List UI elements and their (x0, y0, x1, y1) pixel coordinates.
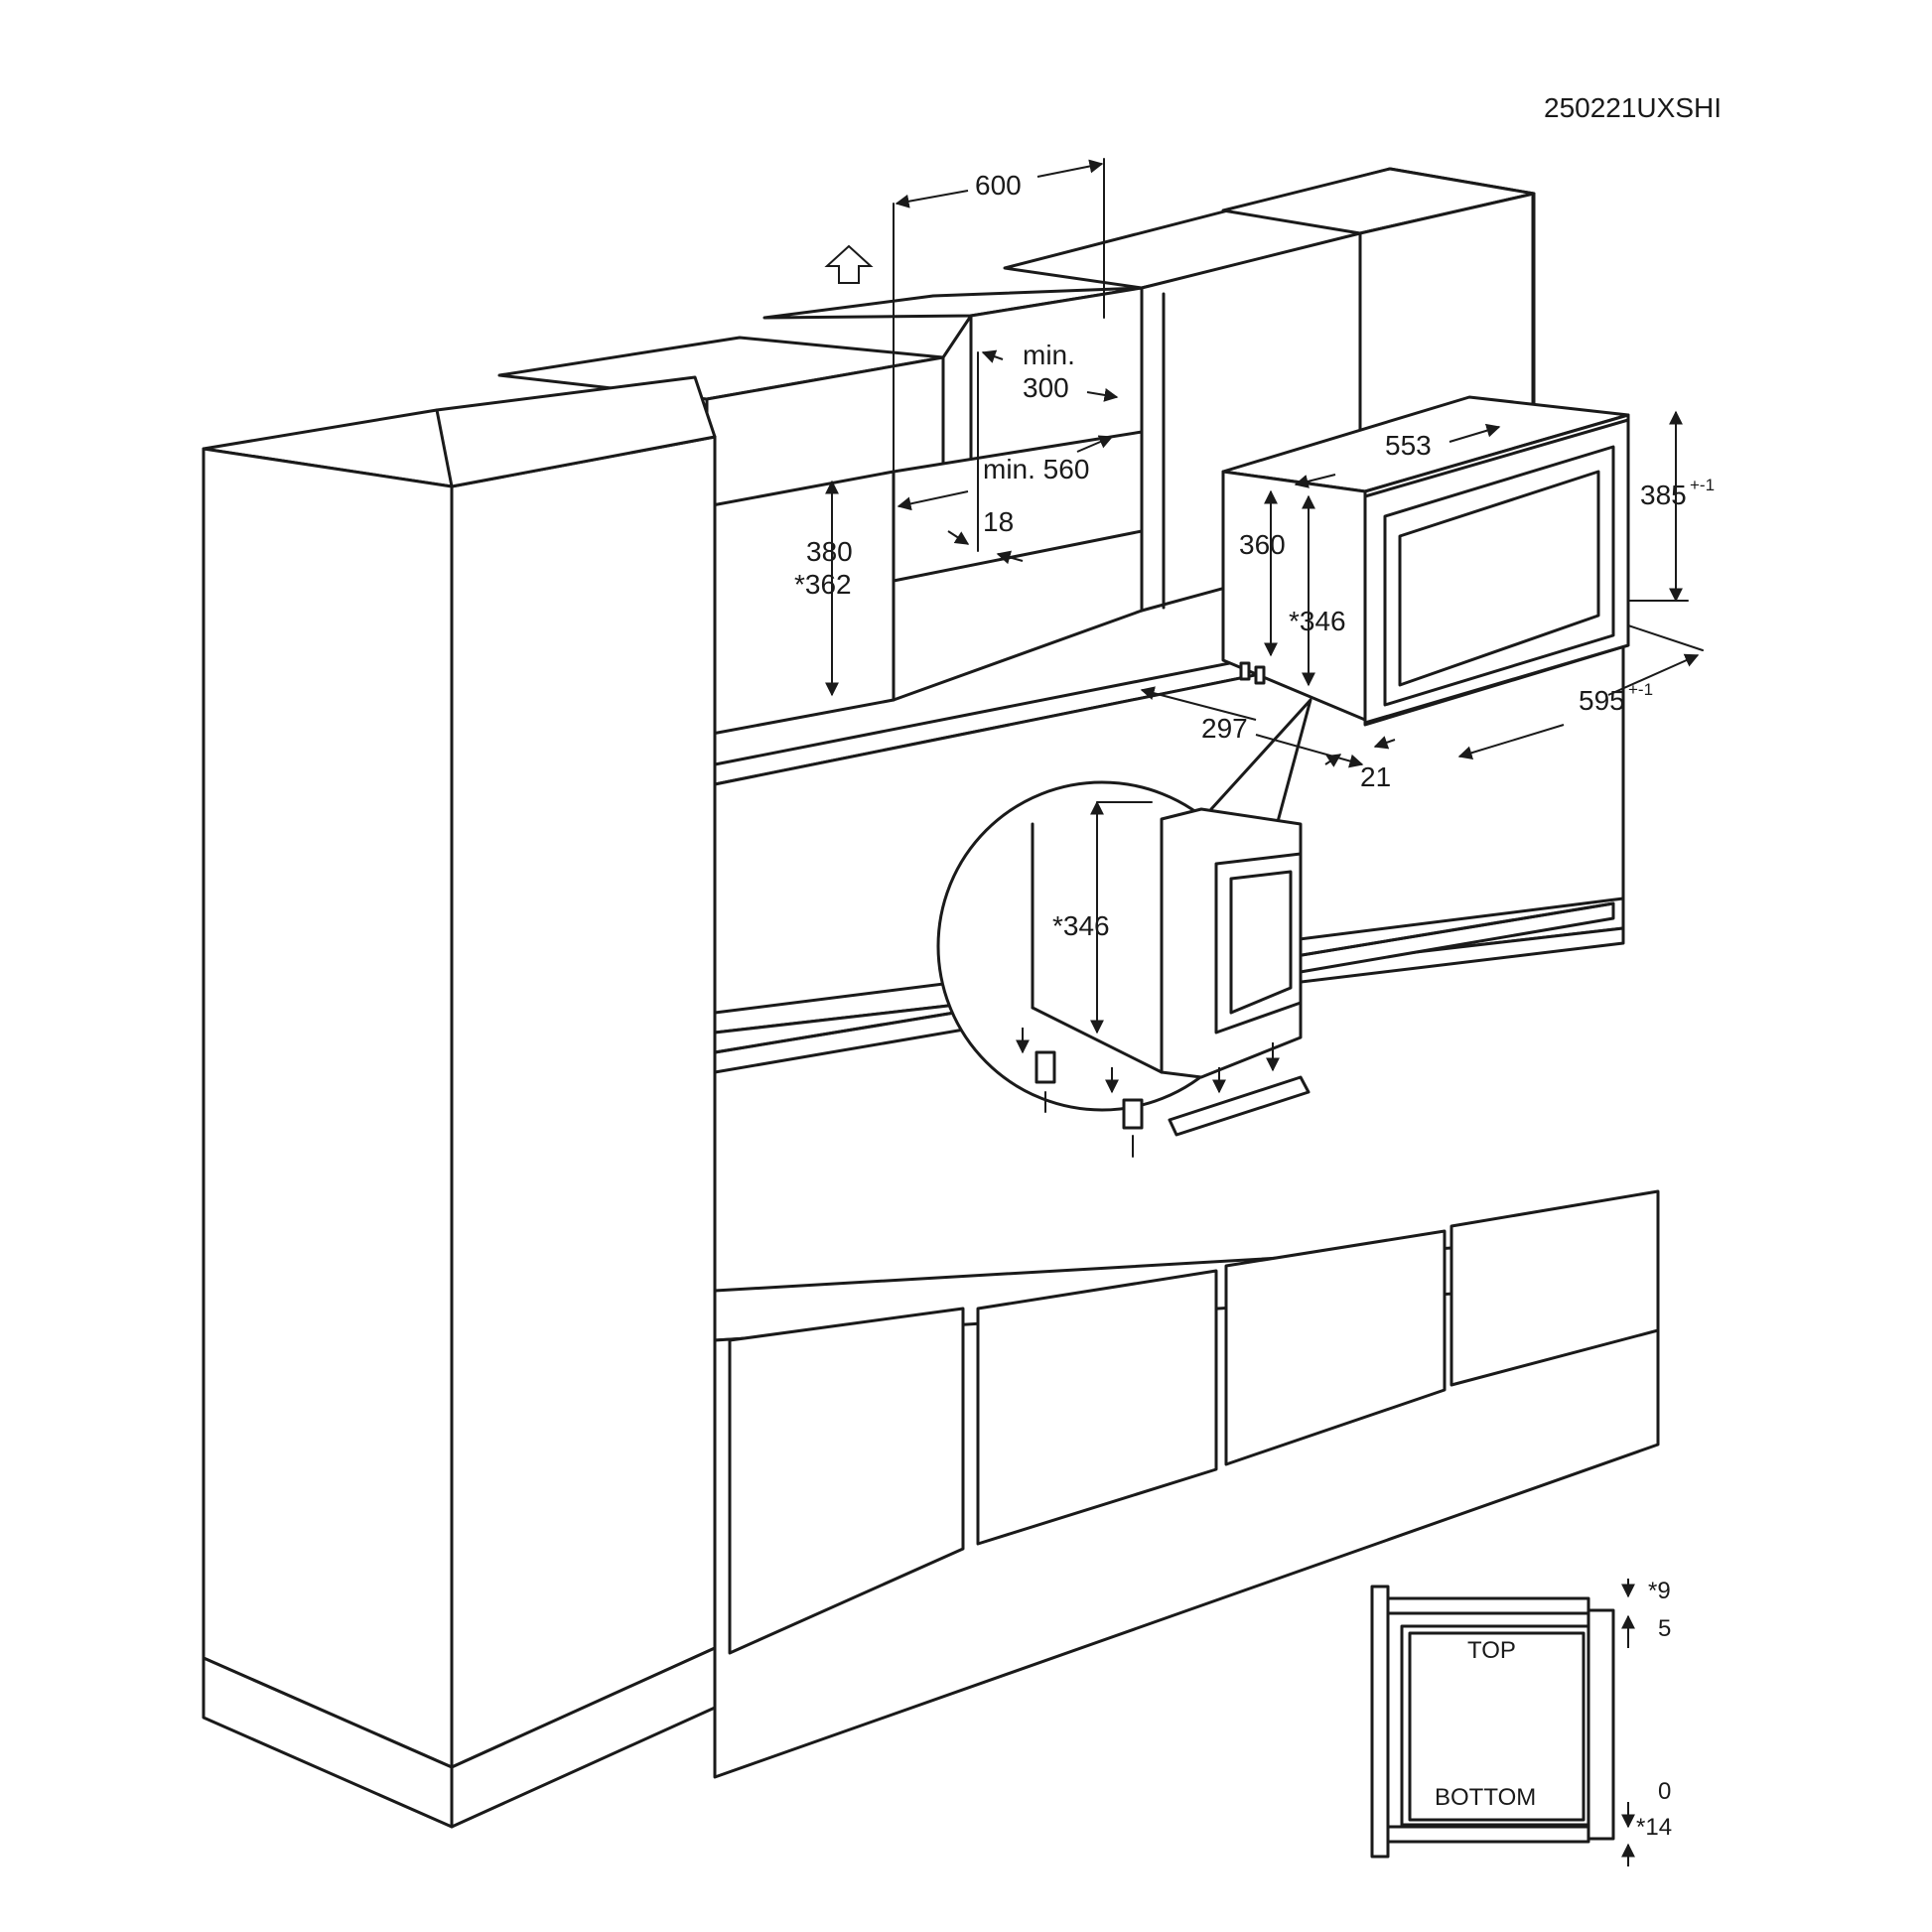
label-front-width-tolerance: +-1 (1628, 680, 1653, 699)
upper-cabinet-tops (497, 167, 1536, 401)
label-niche-height-2: *362 (794, 569, 852, 600)
label-min-560: min. 560 (983, 454, 1089, 484)
label-niche-height-1: 380 (806, 536, 853, 567)
document-code: 250221UXSHI (1544, 92, 1722, 123)
label-appliance-width: 553 (1385, 430, 1432, 461)
vent-up-arrow (824, 244, 874, 284)
labels: 250221UXSHI 600 min. 300 min. 560 380 *3… (794, 92, 1722, 1841)
section-view (1370, 1579, 1635, 1866)
label-section-bottom-offset: 0 (1658, 1778, 1671, 1805)
niche-opening (892, 430, 1144, 702)
label-appliance-height-tolerance: +-1 (1690, 476, 1715, 494)
base-cabinets (713, 1189, 1660, 1779)
label-min-300-line1: min. (1023, 340, 1075, 370)
tall-cabinet (202, 375, 717, 1829)
label-section-top: TOP (1467, 1637, 1516, 1664)
label-section-top-gap: *9 (1648, 1578, 1671, 1604)
detail-magnifier (936, 698, 1312, 1158)
label-side-18: 18 (983, 506, 1014, 537)
label-appliance-height-star: *346 (1289, 606, 1346, 636)
label-appliance-height-body: 360 (1239, 529, 1286, 560)
label-detail-height: *346 (1052, 910, 1110, 941)
label-min-300-line2: 300 (1023, 372, 1069, 403)
label-niche-width: 600 (975, 170, 1022, 201)
label-appliance-height-total: 385 (1640, 480, 1687, 510)
label-front-offset: 21 (1360, 761, 1391, 792)
microwave-appliance (1221, 395, 1630, 727)
label-appliance-depth: 297 (1201, 713, 1248, 744)
label-section-bottom-gap: *14 (1636, 1814, 1672, 1841)
label-front-width: 595 (1579, 685, 1625, 716)
dimension-lines (825, 158, 1704, 768)
label-section-bottom: BOTTOM (1435, 1784, 1536, 1811)
label-section-top-offset: 5 (1658, 1615, 1671, 1642)
